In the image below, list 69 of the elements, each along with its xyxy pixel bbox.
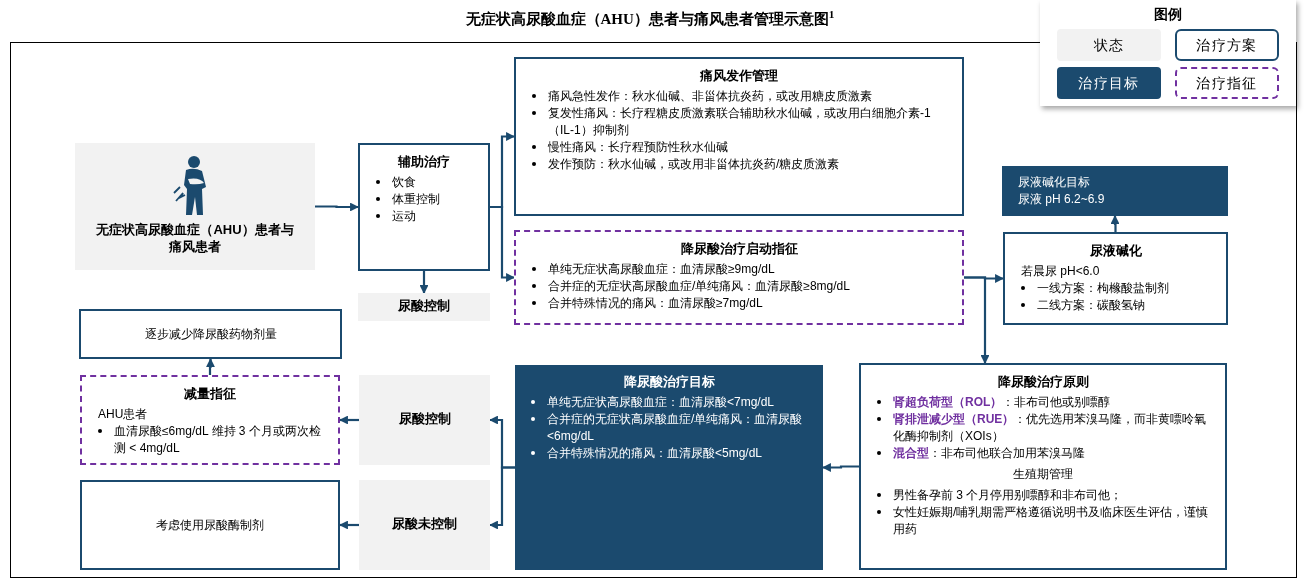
box-heading: 尿酸控制 [398,409,451,427]
box-text: 若晨尿 pH<6.0 [1021,263,1101,280]
list-item-text: 合并症的无症状高尿酸血症/单纯痛风：血清尿酸<6mg/dL [547,411,804,445]
arrow [339,415,359,425]
list-item-text: 发作预防：秋水仙碱，或改用非甾体抗炎药/糖皮质激素 [548,156,840,173]
box-text: 尿液 pH 6.2~6.9 [1018,191,1106,208]
target-box [515,365,823,570]
list-item-text: 复发性痛风：长疗程糖皮质激素联合辅助秋水仙碱，或改用白细胞介素-1（IL-1）抑制剂 [548,105,932,139]
box-heading: 降尿酸治疗启动指征 [680,240,798,257]
list-item-text: 单纯无症状高尿酸血症：血清尿酸≥9mg/dL [548,261,775,278]
plan-box [79,309,342,359]
list-item-text: 女性妊娠期/哺乳期需严格遵循说明书及临床医生评估，谨慎用药 [893,504,1209,538]
arrow [315,202,359,212]
box-text: AHU患者 [98,406,149,423]
box-text: 尿液碱化目标 [1018,174,1091,191]
legend-label: 治疗方案 [1196,35,1258,55]
state-box [359,375,490,465]
arrow [964,276,990,364]
list-item-text: 血清尿酸≤6mg/dL 维持 3 个月或两次检测 < 4mg/dL [114,423,322,457]
plan-box [1003,232,1228,325]
box-heading: 辅助治疗 [398,153,450,170]
box-heading: 尿酸控制 [398,296,450,314]
state-box [359,480,490,570]
legend-label: 治疗指征 [1196,73,1258,93]
box-text: 逐步减少降尿酸药物剂量 [144,325,277,343]
list-item-text: 慢性痛风：长疗程预防性秋水仙碱 [548,139,728,156]
list-item-text: 体重控制 [392,191,440,208]
box-heading: 无症状高尿酸血症（AHU）患者与痛风患者 [95,220,295,255]
legend-label: 治疗目标 [1078,73,1140,93]
arrow [490,205,515,282]
box-heading: 尿液碱化 [1089,242,1142,259]
indication-box [80,375,340,465]
state-box [358,293,490,321]
list-item-text: 一线方案：枸橼酸盐制剂 [1037,280,1169,297]
plan-box [859,363,1227,570]
list-item-text: 二线方案：碳酸氢钠 [1037,297,1145,314]
list-item-text: 运动 [392,208,416,225]
indication-box [514,230,964,325]
list-item-text: 单纯无症状高尿酸血症：血清尿酸<7mg/dL [547,394,775,411]
box-heading: 痛风发作管理 [700,67,778,84]
box-heading: 减量指征 [184,385,236,402]
box-heading: 降尿酸治疗原则 [997,373,1089,390]
legend-label: 状态 [1093,35,1125,55]
plan-box [358,143,490,271]
box-heading: 尿酸未控制 [392,514,457,532]
list-item-text: 男性备孕前 3 个月停用别嘌醇和非布司他； [893,487,1123,504]
arrow [339,520,359,530]
arrow [489,466,515,530]
plan-box [514,57,964,216]
arrow [206,358,215,375]
list-item-text: 合并症的无症状高尿酸血症/单纯痛风：血清尿酸≥8mg/dL [548,278,850,295]
target-box [1002,166,1228,216]
arrow [419,271,429,294]
box-text: 生殖期管理 [1013,466,1073,483]
plan-box [80,480,340,570]
list-item-text: 肾排泄减少型（RUE）：优先选用苯溴马隆，而非黄嘌呤氧化酶抑制剂（XOIs） [893,411,1208,445]
diagram-title: 无症状高尿酸血症（AHU）患者与痛风患者管理示意图$^{1}$ [464,8,836,29]
list-item-text: 合并特殊情况的痛风：血清尿酸<5mg/dL [547,445,763,462]
arrow [1110,215,1120,232]
list-item-text: 合并特殊情况的痛风：血清尿酸≥7mg/dL [548,295,763,312]
list-item-text: 混合型：非布司他联合加用苯溴马隆 [893,445,1085,462]
list-item-text: 痛风急性发作：秋水仙碱、非甾体抗炎药，或改用糖皮质激素 [548,88,872,105]
list-item-text: 肾超负荷型（ROL）：非布司他或别嘌醇 [893,394,1111,411]
state-box [75,143,315,270]
box-heading: 降尿酸治疗目标 [623,373,715,390]
box-text: 考虑使用尿酸酶制剂 [156,516,264,534]
legend-title: 图例 [1154,6,1182,24]
list-item-text: 饮食 [392,174,416,191]
arrow [822,463,859,472]
